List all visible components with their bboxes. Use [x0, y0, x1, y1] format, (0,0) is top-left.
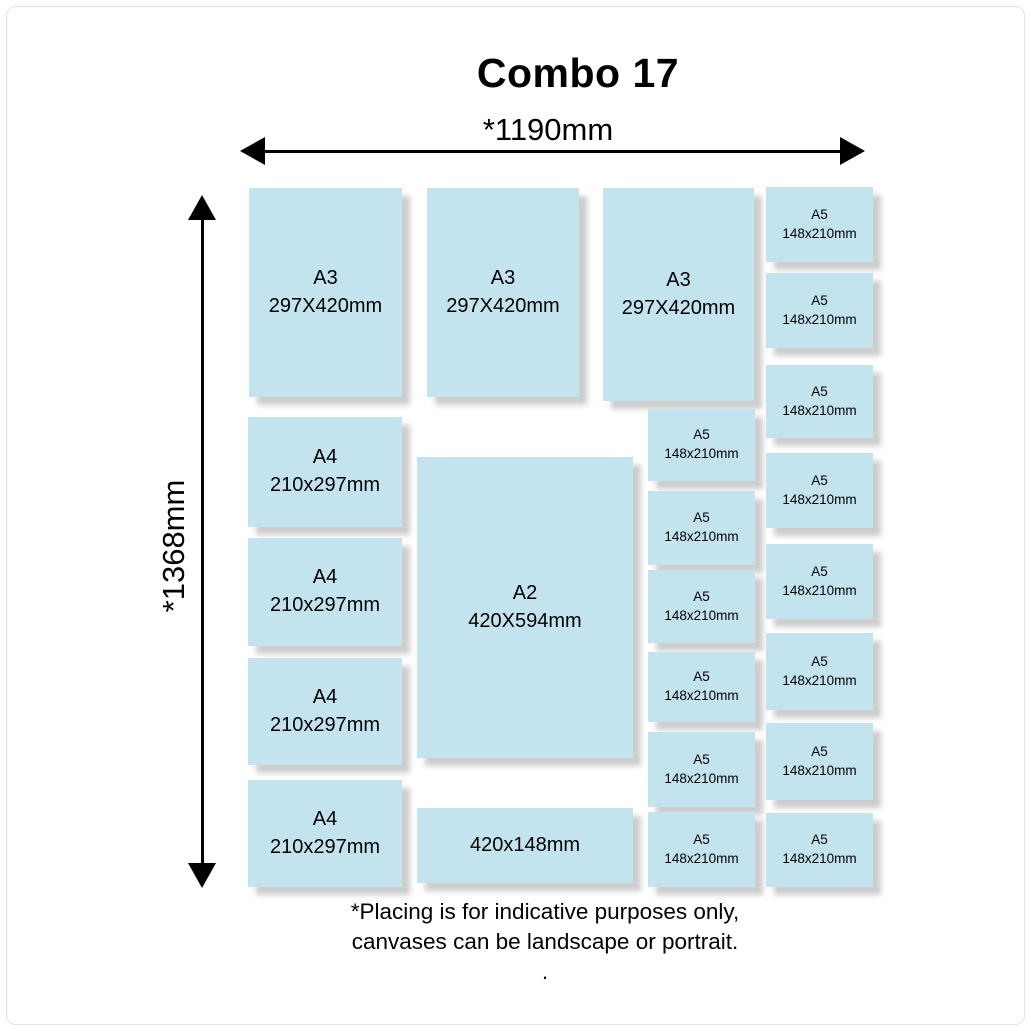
- box-size-name: A5: [693, 831, 710, 847]
- box-size-name: A5: [811, 743, 828, 759]
- canvas-box-a5: A5 148x210mm: [648, 732, 755, 807]
- box-size-dimensions: 148x210mm: [664, 607, 739, 623]
- canvas-box-a5: A5 148x210mm: [766, 813, 873, 887]
- canvas-box-a5: A5 148x210mm: [766, 187, 873, 262]
- box-size-dimensions: 420X594mm: [468, 609, 582, 632]
- box-size-name: A4: [312, 566, 338, 589]
- canvas-box-a5: A5 148x210mm: [648, 652, 755, 722]
- canvas-box-a5: A5 148x210mm: [648, 409, 755, 481]
- width-dimension-label: *1190mm: [482, 112, 614, 147]
- height-dimension-arrow: [188, 195, 217, 888]
- canvas-box-a4: A4 210x297mm: [248, 417, 402, 527]
- box-size-name: A5: [693, 427, 710, 443]
- box-size-name: A5: [693, 751, 710, 767]
- canvas-box-a4: A4 210x297mm: [248, 538, 402, 646]
- box-size-name: A5: [811, 563, 828, 579]
- box-size-dimensions: 148x210mm: [782, 672, 857, 688]
- canvas-box-a3: A3 297X420mm: [249, 188, 402, 397]
- box-size-name: A3: [490, 266, 516, 289]
- box-size-dimensions: 210x297mm: [269, 474, 381, 496]
- box-size-name: A5: [811, 383, 828, 399]
- box-size-name: A4: [312, 446, 338, 469]
- box-size-name: A2: [512, 581, 538, 604]
- box-size-dimensions: 210x297mm: [269, 713, 381, 736]
- box-size-dimensions: 297X420mm: [621, 296, 736, 319]
- box-size-dimensions: 210x297mm: [269, 835, 381, 858]
- height-dimension-label: *1368mm: [156, 479, 191, 613]
- canvas-box-a5: A5 148x210mm: [766, 633, 873, 710]
- box-size-dimensions: 148x210mm: [664, 446, 739, 461]
- canvas-box-a5: A5 148x210mm: [766, 365, 873, 438]
- box-size-dimensions: 148x210mm: [664, 529, 739, 544]
- box-size-name: A5: [693, 588, 710, 604]
- box-size-name: A4: [312, 807, 338, 830]
- canvas-box-a3: A3 297X420mm: [603, 188, 754, 401]
- box-size-dimensions: 148x210mm: [664, 770, 739, 786]
- canvas-box-a4: A4 210x297mm: [248, 658, 402, 765]
- box-size-dimensions: 420x148mm: [469, 833, 581, 856]
- box-size-name: A3: [666, 268, 691, 291]
- box-size-name: A5: [811, 472, 828, 488]
- box-size-dimensions: 148x210mm: [782, 851, 857, 866]
- arrow-right-icon: [840, 137, 865, 165]
- canvas-box-a4: A4 210x297mm: [248, 780, 402, 887]
- arrow-down-icon: [188, 863, 216, 888]
- box-size-dimensions: 148x210mm: [782, 491, 857, 507]
- box-size-dimensions: 148x210mm: [664, 850, 739, 866]
- canvas-box-a5: A5 148x210mm: [648, 570, 755, 643]
- box-size-dimensions: 148x210mm: [782, 762, 857, 778]
- box-size-name: A3: [313, 266, 338, 289]
- footer-line-2: canvases can be landscape or portrait.: [351, 929, 739, 954]
- canvas-box-a3: A3 297X420mm: [427, 188, 579, 397]
- canvas-box-a5: A5 148x210mm: [648, 491, 755, 565]
- box-size-name: A5: [693, 669, 710, 685]
- box-size-dimensions: 297X420mm: [268, 294, 383, 317]
- box-size-dimensions: 148x210mm: [782, 582, 857, 598]
- footer-disclaimer: *Placing is for indicative purposes only…: [351, 897, 740, 987]
- canvas-box-a5: A5 148x210mm: [766, 723, 873, 800]
- canvas-box-a5: A5 148x210mm: [766, 453, 873, 528]
- box-size-dimensions: 148x210mm: [782, 402, 857, 418]
- canvas-box-a5: A5 148x210mm: [766, 273, 873, 348]
- box-size-name: A5: [811, 653, 828, 669]
- box-size-dimensions: 297X420mm: [446, 294, 560, 317]
- box-size-dimensions: 148x210mm: [782, 225, 857, 241]
- box-size-name: A4: [312, 685, 338, 708]
- arrow-line: [201, 213, 204, 870]
- box-size-dimensions: 148x210mm: [664, 688, 739, 703]
- page-title: Combo 17: [476, 50, 680, 96]
- canvas-box-a5: A5 148x210mm: [766, 544, 873, 619]
- arrow-line: [258, 150, 847, 153]
- canvas-box-a5: A5 148x210mm: [648, 812, 755, 887]
- footer-line-3: .: [541, 959, 549, 984]
- box-size-name: A5: [811, 206, 828, 222]
- canvas-box-a2: A2 420X594mm: [417, 457, 633, 758]
- box-size-name: A5: [811, 832, 828, 848]
- canvas-box-strip: 420x148mm: [417, 808, 633, 883]
- width-dimension-arrow: [240, 137, 865, 166]
- box-size-name: A5: [811, 292, 828, 308]
- box-size-dimensions: 148x210mm: [782, 311, 857, 327]
- box-size-dimensions: 210x297mm: [269, 594, 381, 616]
- footer-line-1: *Placing is for indicative purposes only…: [350, 899, 740, 924]
- box-size-name: A5: [693, 510, 710, 526]
